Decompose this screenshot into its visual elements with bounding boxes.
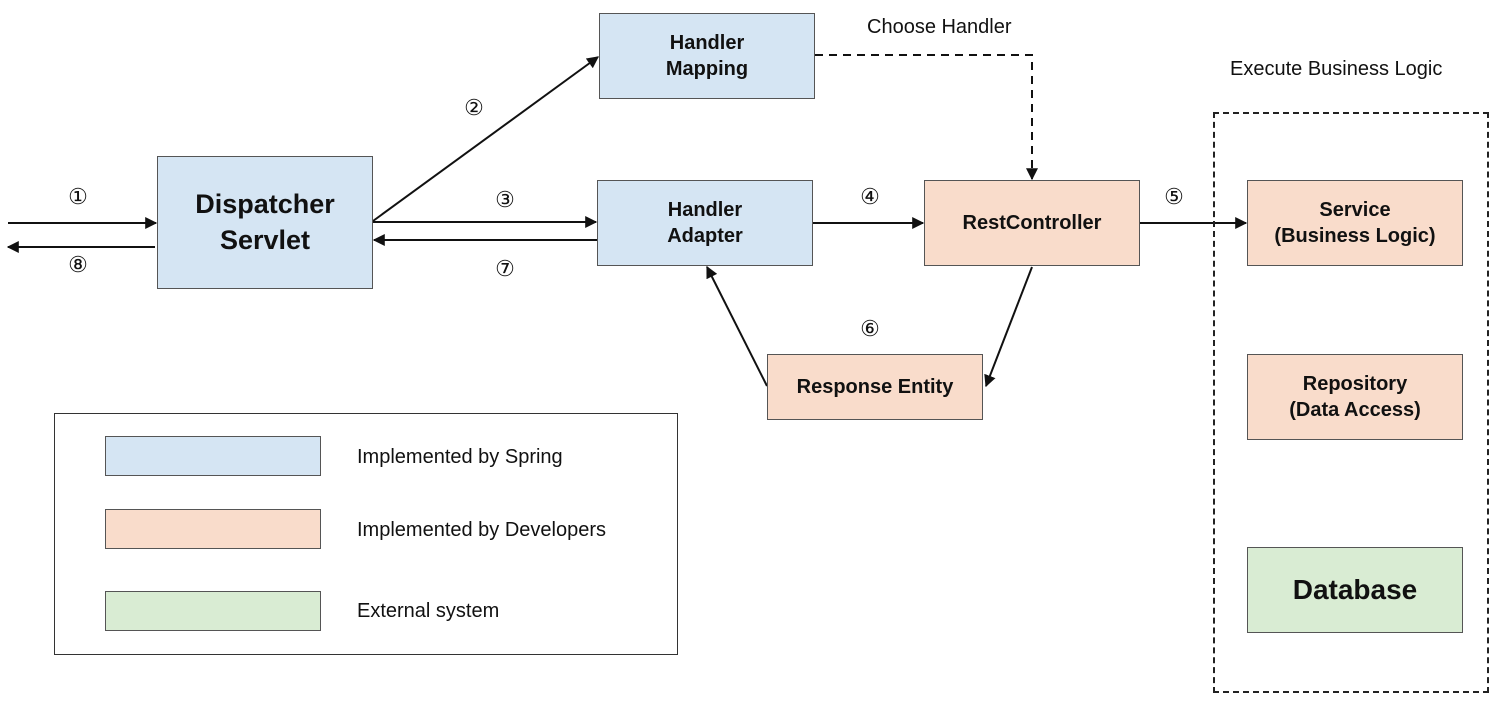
legend [54, 413, 678, 655]
execute-business-logic-label: Execute Business Logic [1230, 58, 1443, 80]
legend-label-external: External system [357, 600, 500, 622]
dispatcher-servlet-node: Dispatcher Servlet [157, 156, 373, 289]
arrow-response-to-adapter [706, 265, 768, 387]
legend-label-developers: Implemented by Developers [357, 519, 607, 541]
step-4-label: ④ [860, 184, 880, 209]
legend-swatch-external [105, 591, 321, 631]
database-node: Database [1247, 547, 1463, 633]
service-node: Service (Business Logic) [1247, 180, 1463, 266]
rest-controller-node: RestController [924, 180, 1140, 266]
handler-mapping-node: Handler Mapping [599, 13, 815, 99]
legend-swatch-developers [105, 509, 321, 549]
arrow-to-response-entity [984, 266, 1033, 388]
step-2-label: ② [464, 95, 484, 120]
step-5-label: ⑤ [1164, 184, 1184, 209]
step-6-label: ⑥ [860, 316, 880, 341]
step-8-label: ⑧ [68, 252, 88, 277]
step-3-label: ③ [495, 187, 515, 212]
repository-node: Repository (Data Access) [1247, 354, 1463, 440]
arrow-to-handler-mapping [372, 56, 599, 222]
legend-label-spring: Implemented by Spring [357, 446, 563, 468]
legend-swatch-spring [105, 436, 321, 476]
step-1-label: ① [68, 184, 88, 209]
response-entity-node: Response Entity [767, 354, 983, 420]
choose-handler-label: Choose Handler [867, 16, 1012, 38]
handler-adapter-node: Handler Adapter [597, 180, 813, 266]
dashed-arrow-choose-handler [815, 54, 1038, 181]
step-7-label: ⑦ [495, 256, 515, 281]
business-logic-group [1213, 112, 1489, 693]
